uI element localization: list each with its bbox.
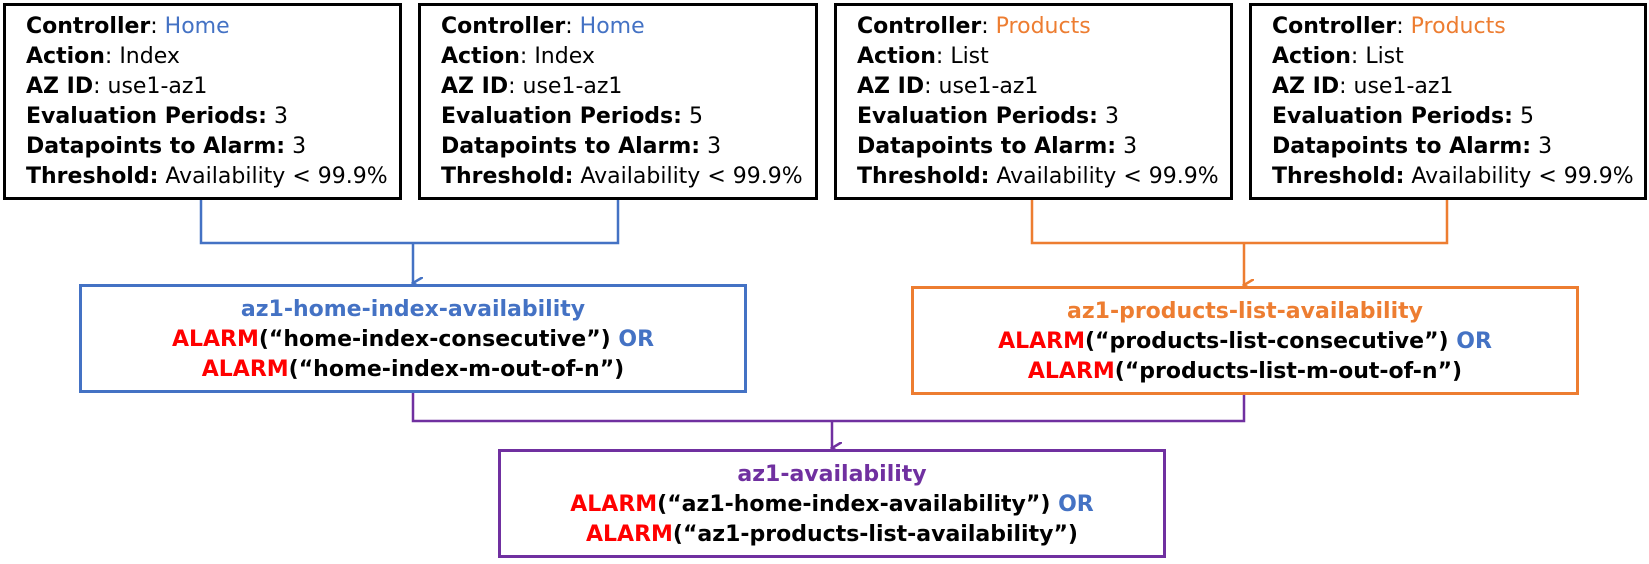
alarm-keyword: ALARM — [201, 357, 289, 382]
metric-box-home-index-3: Controller: Home Action: Index AZ ID: us… — [3, 3, 402, 200]
metric-box-home-index-5: Controller: Home Action: Index AZ ID: us… — [418, 3, 818, 200]
alarm-keyword: ALARM — [1027, 359, 1115, 384]
or-operator: OR — [618, 327, 655, 352]
products-bracket-line — [1030, 200, 1449, 245]
or-operator: OR — [1456, 329, 1492, 354]
controller-value: Home — [579, 14, 645, 39]
alarm-keyword: ALARM — [998, 329, 1085, 354]
composite-alarm-az1: az1-availability ALARM(“az1-home-index-a… — [498, 449, 1166, 558]
metric-box-products-list-5: Controller: Products Action: List AZ ID:… — [1249, 3, 1647, 200]
az1-bracket-line — [411, 393, 1246, 423]
controller-value: Products — [995, 14, 1091, 39]
alarm-keyword: ALARM — [171, 327, 259, 352]
controller-value: Products — [1410, 14, 1506, 39]
alarm-keyword: ALARM — [586, 522, 673, 547]
composite-alarm-home-index: az1-home-index-availability ALARM(“home-… — [79, 284, 747, 393]
or-operator: OR — [1058, 492, 1094, 517]
alarm-keyword: ALARM — [570, 492, 658, 517]
composite-alarm-products-list: az1-products-list-availability ALARM(“pr… — [911, 286, 1579, 395]
alarm-name: az1-home-index-availability — [240, 297, 586, 322]
alarm-name: az1-products-list-availability — [1066, 299, 1423, 324]
alarm-name: az1-availability — [737, 462, 927, 487]
controller-value: Home — [164, 14, 230, 39]
home-bracket-line — [199, 200, 620, 245]
metric-box-products-list-3: Controller: Products Action: List AZ ID:… — [834, 3, 1233, 200]
